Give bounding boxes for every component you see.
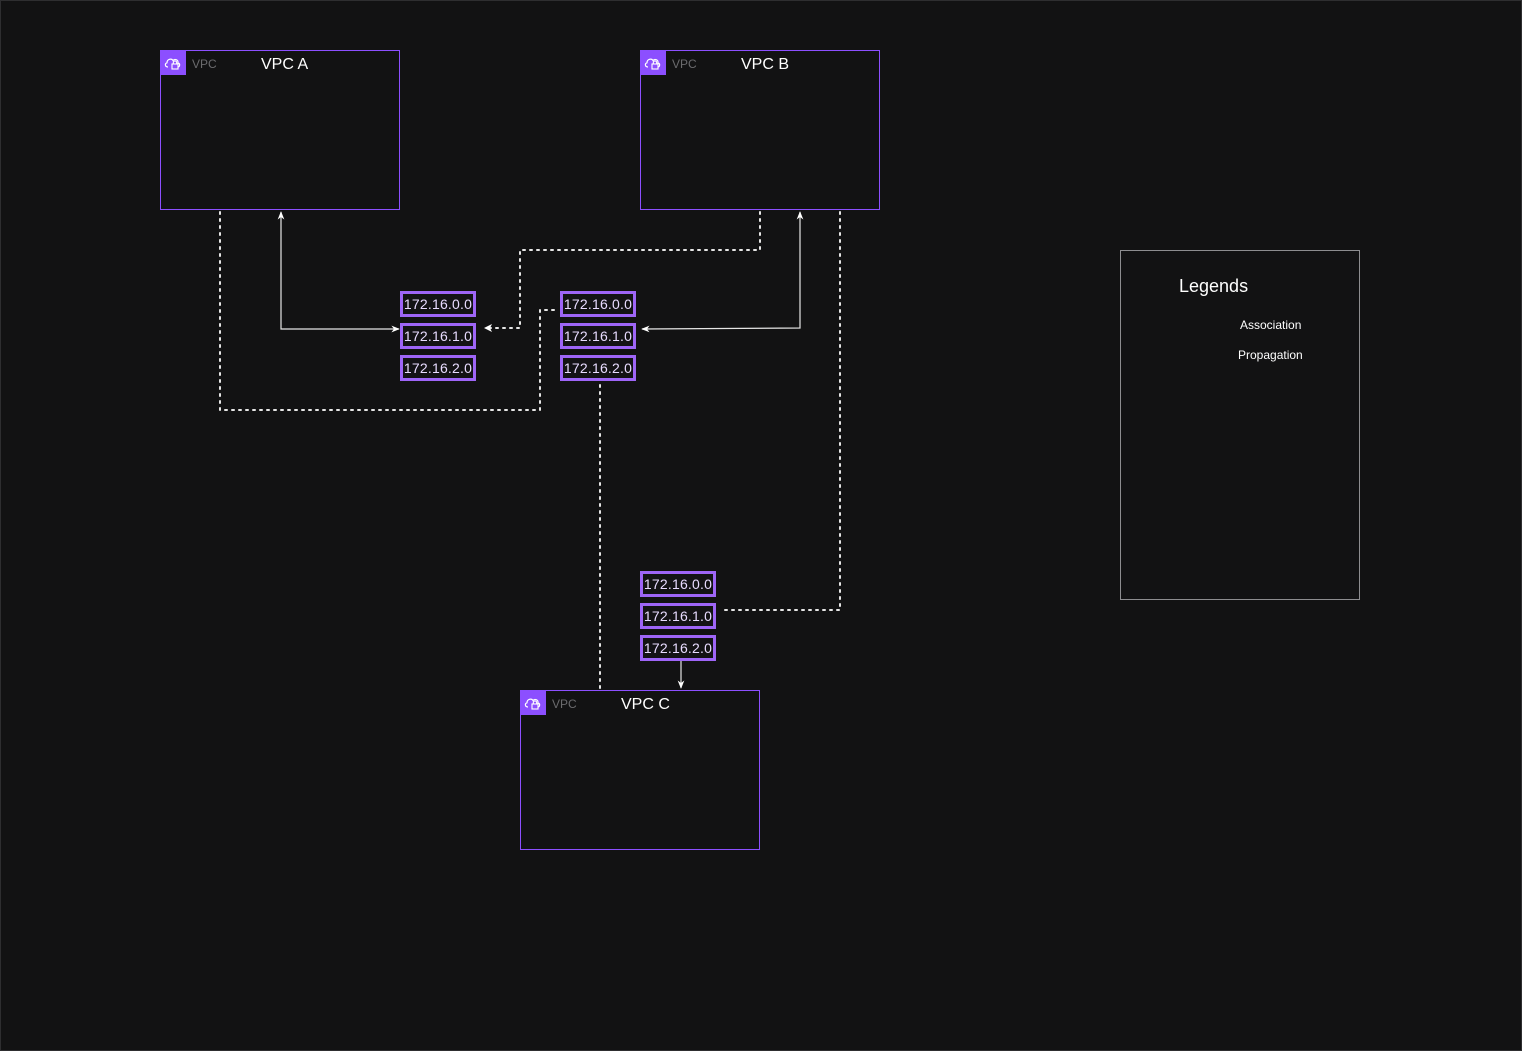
propagation-line-vpc-b-rt3	[723, 211, 841, 611]
route-entry[interactable]: 172.16.2.0	[400, 355, 476, 381]
route-entry[interactable]: 172.16.2.0	[560, 355, 636, 381]
route-entry[interactable]: 172.16.0.0	[560, 291, 636, 317]
propagation-arrowhead	[484, 324, 492, 332]
vpc-c-container[interactable]: VPC VPC C	[520, 690, 760, 850]
legend-panel: Legends Association Propagation	[1120, 250, 1360, 600]
route-entry[interactable]: 172.16.0.0	[640, 571, 716, 597]
propagation-line-vpc-a-rt2	[219, 211, 559, 411]
vpc-a-container[interactable]: VPC VPC A	[160, 50, 400, 210]
vpc-cloud-lock-icon	[520, 690, 546, 715]
legend-association-label: Association	[1240, 318, 1302, 332]
association-line-vpc-b-rt2	[641, 211, 804, 333]
vpc-name: VPC B	[741, 56, 790, 73]
route-entry[interactable]: 172.16.1.0	[640, 603, 716, 629]
vpc-type-label: VPC	[192, 57, 217, 71]
vpc-name: VPC C	[621, 696, 670, 713]
vpc-type-label: VPC	[672, 57, 697, 71]
vpc-cloud-lock-icon	[160, 50, 186, 75]
legend-title: Legends	[1179, 276, 1249, 296]
vpc-type-label: VPC	[552, 697, 577, 711]
legend-propagation-label: Propagation	[1238, 348, 1303, 362]
association-line-vpc-a-rt1	[277, 211, 400, 333]
vpc-b-container[interactable]: VPC VPC B	[640, 50, 880, 210]
route-table-2[interactable]: 172.16.0.0 172.16.1.0 172.16.2.0	[560, 291, 636, 387]
route-entry[interactable]: 172.16.1.0	[400, 323, 476, 349]
vpc-cloud-lock-icon	[640, 50, 666, 75]
route-entry[interactable]: 172.16.0.0	[400, 291, 476, 317]
vpc-name: VPC A	[261, 56, 309, 73]
route-entry[interactable]: 172.16.1.0	[560, 323, 636, 349]
route-entry[interactable]: 172.16.2.0	[640, 635, 716, 661]
route-table-3[interactable]: 172.16.0.0 172.16.1.0 172.16.2.0	[640, 571, 716, 667]
route-table-1[interactable]: 172.16.0.0 172.16.1.0 172.16.2.0	[400, 291, 476, 387]
